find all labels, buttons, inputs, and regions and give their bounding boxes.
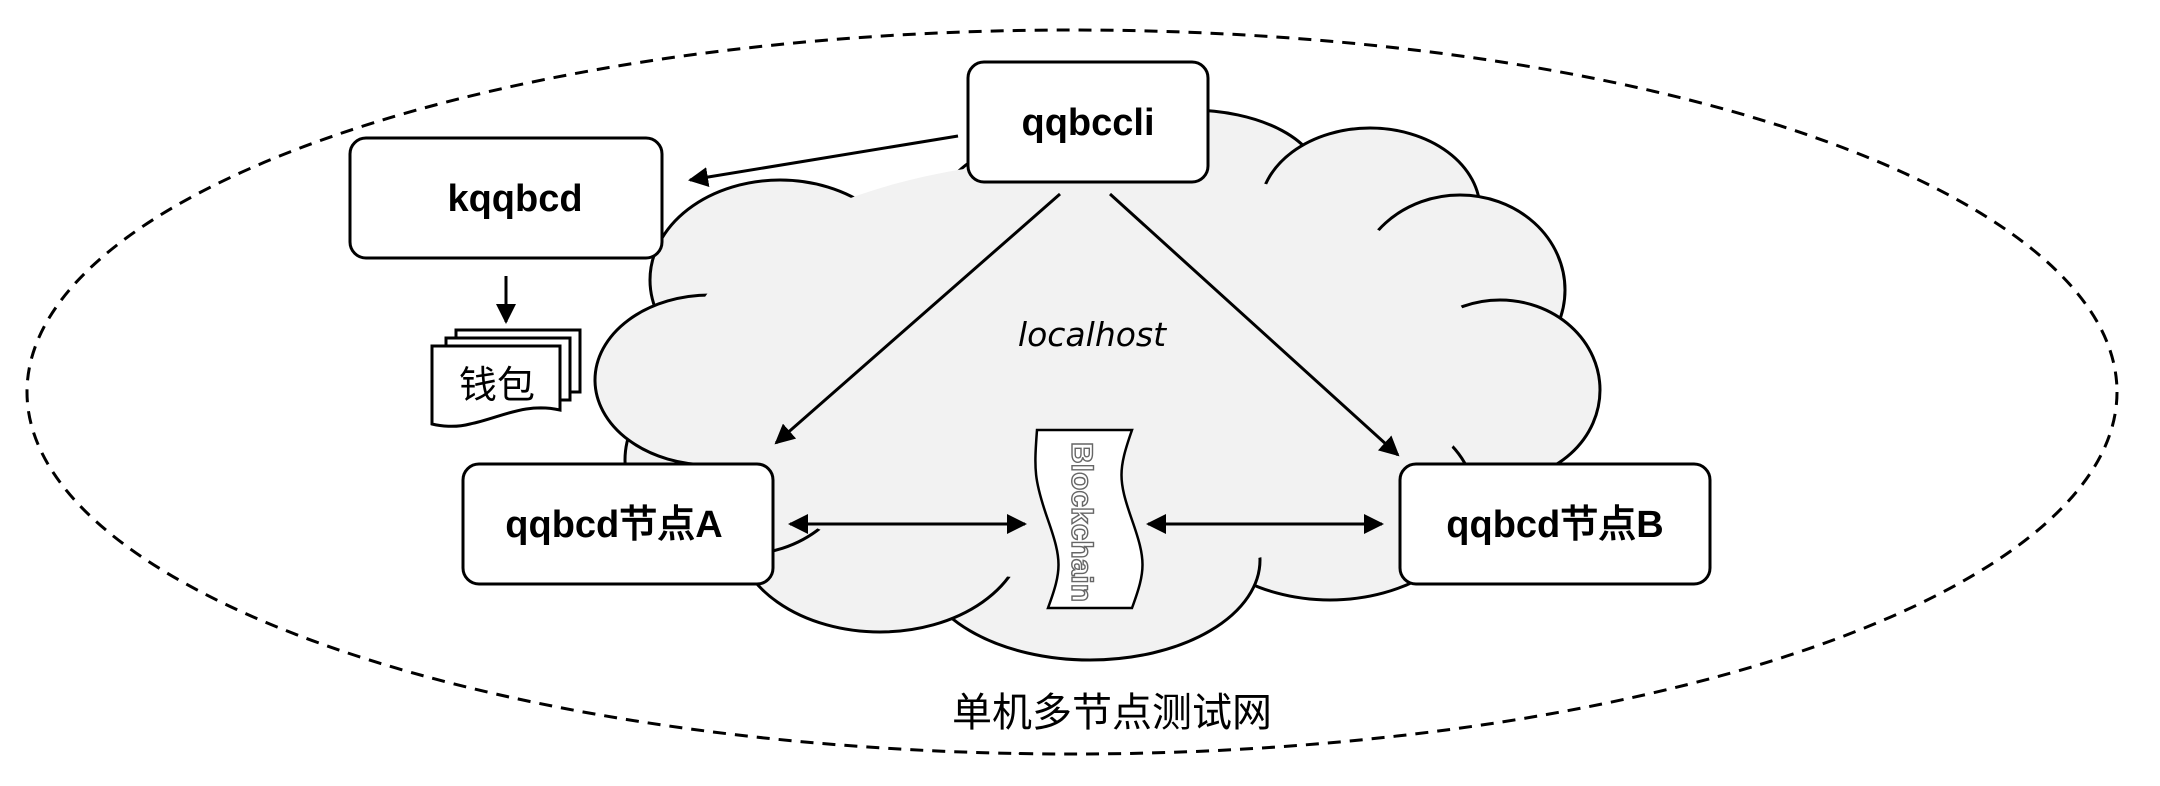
arrow-cli-to-node-a (774, 192, 1061, 445)
node-a: qqbcd节点A (461, 462, 775, 586)
kqqbcd-label: kqqbcd (447, 178, 582, 220)
node-qqbccli: qqbccli (966, 60, 1210, 184)
node-kqqbcd: kqqbcd (348, 136, 664, 260)
arrow-cli-to-kqqbcd (688, 134, 959, 187)
wallet-documents-icon (430, 328, 582, 428)
node-a-label: qqbcd节点A (505, 504, 722, 546)
qqbccli-label: qqbccli (1021, 102, 1154, 144)
blockchain-label: Blockchain (1065, 442, 1098, 602)
arrows (496, 134, 1400, 534)
node-b-label: qqbcd节点B (1446, 504, 1663, 546)
cloud-label: localhost (1018, 315, 1167, 354)
node-b: qqbcd节点B (1398, 462, 1712, 586)
blockchain-scroll (1034, 428, 1144, 610)
testnet-boundary (25, 28, 2119, 756)
cloud-core (680, 160, 1480, 580)
diagram-caption: 单机多节点测试网 (952, 690, 1272, 736)
arrow-cli-to-node-b (1108, 192, 1400, 457)
wallet-label: 钱包 (459, 363, 535, 407)
